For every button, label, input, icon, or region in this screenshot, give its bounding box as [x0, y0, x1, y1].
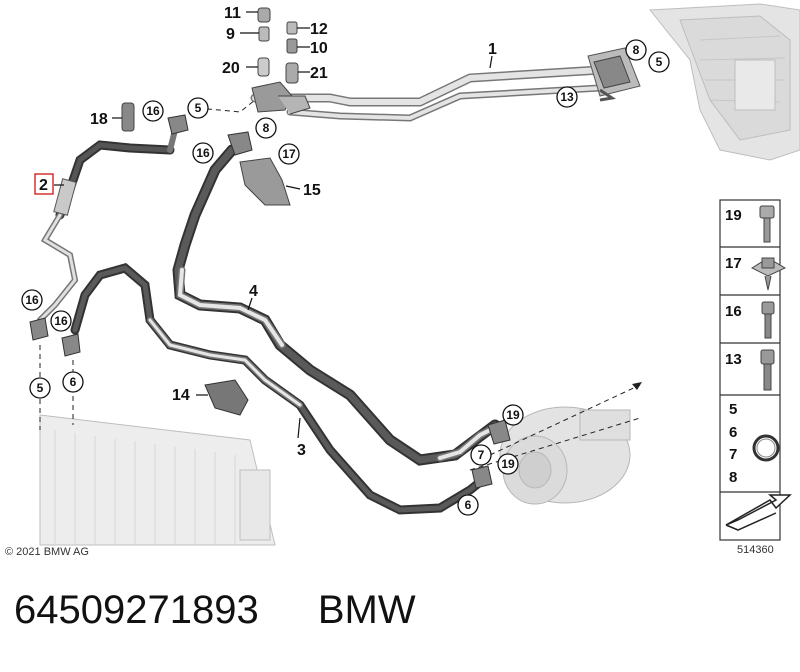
bubble-8-mid: 8 — [255, 117, 277, 139]
bubble-5-right: 5 — [648, 51, 670, 73]
svg-text:16: 16 — [54, 314, 68, 328]
callout-12: 12 — [310, 21, 328, 38]
ac-hose-diagram: 11 9 12 10 20 21 1 18 2 15 4 14 3 5 16 8… — [5, 3, 800, 558]
direction-arrow-icon — [725, 494, 792, 531]
svg-text:6: 6 — [70, 375, 77, 389]
svg-text:19: 19 — [506, 408, 520, 422]
svg-text:5: 5 — [656, 55, 663, 69]
callout-9: 9 — [226, 26, 235, 43]
legend-17: 17 — [725, 255, 742, 272]
callout-4: 4 — [249, 283, 258, 300]
condenser-drawing — [39, 414, 276, 546]
callout-1: 1 — [488, 41, 497, 58]
parts-legend: 19 17 16 13 5 6 7 8 — [719, 199, 792, 541]
svg-text:5: 5 — [37, 381, 44, 395]
legend-8: 8 — [729, 469, 737, 486]
callout-10: 10 — [310, 40, 328, 57]
copyright-text: © 2021 BMW AG — [5, 546, 89, 558]
svg-text:16: 16 — [146, 104, 160, 118]
svg-text:17: 17 — [282, 147, 296, 161]
bubble-19-top: 19 — [502, 404, 524, 426]
bubble-6-left: 6 — [62, 371, 84, 393]
svg-text:7: 7 — [478, 448, 485, 462]
svg-text:8: 8 — [633, 43, 640, 57]
bubble-8-right: 8 — [625, 39, 647, 61]
evaporator-flange — [587, 47, 641, 102]
bubble-7: 7 — [470, 444, 492, 466]
svg-text:13: 13 — [560, 90, 574, 104]
bubble-16-left-a: 16 — [21, 289, 43, 311]
connector-block — [251, 81, 311, 115]
part-number: 64509271893 — [14, 588, 259, 632]
bubble-16-top: 16 — [142, 100, 164, 122]
pipe-1 — [250, 65, 605, 122]
svg-text:8: 8 — [263, 121, 270, 135]
legend-7: 7 — [729, 446, 737, 463]
brand-name: BMW — [317, 588, 416, 632]
legend-6: 6 — [729, 424, 737, 441]
svg-text:19: 19 — [501, 457, 515, 471]
bolt-13-icon — [760, 349, 775, 391]
bubble-19-bottom: 19 — [497, 453, 519, 475]
bolt-16-icon — [761, 301, 775, 339]
valve-parts — [29, 7, 511, 489]
svg-text:16: 16 — [196, 146, 210, 160]
hose-2-fitting — [53, 178, 77, 216]
part-info-line: 64509271893 BMW — [14, 588, 794, 648]
callout-11: 11 — [224, 5, 241, 22]
callout-15: 15 — [303, 182, 321, 199]
hose-4-metal-sections — [176, 266, 504, 462]
callout-20: 20 — [222, 60, 240, 77]
legend-13: 13 — [725, 351, 742, 368]
diagram-id: 514360 — [737, 544, 774, 556]
bubble-5-left: 5 — [29, 377, 51, 399]
callout-21: 21 — [310, 65, 328, 82]
hose-2 — [37, 122, 183, 323]
svg-text:5: 5 — [195, 101, 202, 115]
bolt-19-icon — [759, 205, 775, 243]
hose-3-metal-sections — [147, 317, 303, 408]
bubble-6-bottom: 6 — [457, 494, 479, 516]
legend-16: 16 — [725, 303, 742, 320]
callout-14: 14 — [172, 387, 190, 404]
bubble-16-left-b: 16 — [50, 310, 72, 332]
svg-text:6: 6 — [465, 498, 472, 512]
bubble-17: 17 — [278, 143, 300, 165]
svg-text:16: 16 — [25, 293, 39, 307]
hvac-unit-drawing — [649, 3, 800, 161]
leader-lines — [54, 11, 493, 439]
bubble-13: 13 — [556, 86, 578, 108]
nut-17-icon — [750, 257, 787, 291]
callout-2: 2 — [39, 177, 48, 194]
compressor-drawing — [499, 406, 631, 505]
bubble-5-top: 5 — [187, 97, 209, 119]
callout-18: 18 — [90, 111, 108, 128]
legend-5: 5 — [729, 401, 737, 418]
callout-3: 3 — [297, 442, 306, 459]
compressor-arrow — [632, 382, 642, 390]
callout-2-highlight — [34, 173, 54, 195]
legend-19: 19 — [725, 207, 742, 224]
o-ring-icon — [752, 434, 780, 462]
bubble-16-mid: 16 — [192, 142, 214, 164]
